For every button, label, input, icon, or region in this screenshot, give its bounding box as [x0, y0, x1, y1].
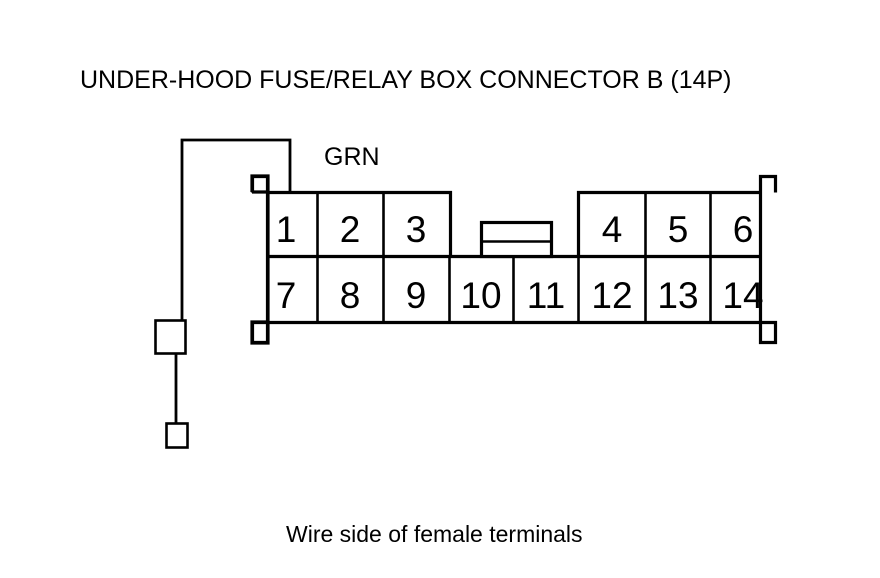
- figure-caption: Wire side of female terminals: [286, 521, 583, 547]
- pin-number-11: 11: [527, 275, 565, 316]
- connector-right-rail: [758, 174, 778, 345]
- terminal-square-lower: [165, 422, 189, 449]
- pin-number-13: 13: [657, 275, 698, 316]
- pin-number-3: 3: [406, 209, 427, 250]
- pin-number-7: 7: [276, 275, 297, 316]
- connector-left-rail: [250, 174, 270, 345]
- pin-number-10: 10: [460, 275, 501, 316]
- pin-number-14: 14: [722, 275, 763, 316]
- pin-number-5: 5: [668, 209, 689, 250]
- upper-right-group-outline: [576, 190, 761, 257]
- pin-number-2: 2: [340, 209, 361, 250]
- page-title: UNDER-HOOD FUSE/RELAY BOX CONNECTOR B (1…: [80, 66, 732, 94]
- pin-number-4: 4: [602, 209, 623, 250]
- upper-left-group-outline: [267, 190, 453, 257]
- pin-number-12: 12: [591, 275, 632, 316]
- wire-path-upper: [180, 138, 292, 321]
- terminal-square-upper: [154, 319, 187, 355]
- wire-color-label: GRN: [324, 143, 380, 171]
- pin-number-6: 6: [733, 209, 754, 250]
- latch-tab: [479, 220, 554, 259]
- pin-number-9: 9: [406, 275, 427, 316]
- pin-number-8: 8: [340, 275, 361, 316]
- pin-number-1: 1: [276, 209, 297, 250]
- connector-left-tab: [250, 174, 270, 345]
